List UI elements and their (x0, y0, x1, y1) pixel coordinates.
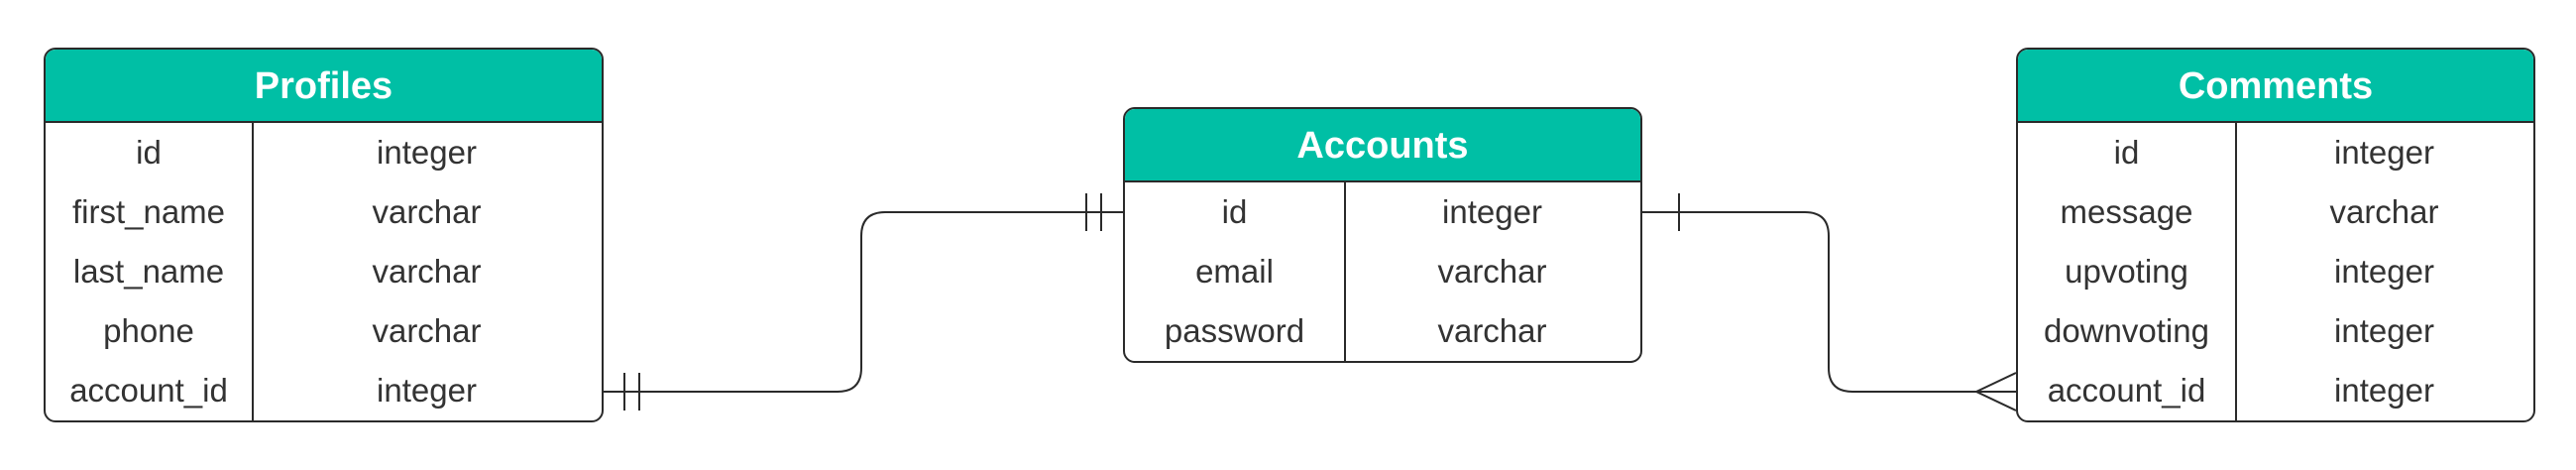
column-name: account_id (2047, 372, 2206, 409)
table-row: id integer (46, 123, 602, 182)
column-name: password (1164, 312, 1305, 349)
column-type: integer (1442, 193, 1542, 230)
table-row: id integer (1125, 182, 1640, 242)
column-name: message (2060, 193, 2193, 230)
entity-body: id integer message varchar upvoting inte… (2018, 123, 2533, 420)
table-row: password varchar (1125, 301, 1640, 361)
comments-crowfoot (1973, 372, 2017, 411)
column-type: varchar (2329, 193, 2439, 230)
table-row: upvoting integer (2018, 242, 2533, 301)
table-row: phone varchar (46, 301, 602, 361)
entity-body: id integer email varchar password varcha… (1125, 182, 1640, 361)
entity-title: Comments (2018, 50, 2533, 123)
column-name: account_id (69, 372, 228, 409)
table-row: account_id integer (2018, 361, 2533, 420)
column-name: id (136, 134, 162, 171)
column-name: id (2113, 134, 2140, 171)
connector-accounts-comments (1642, 211, 2016, 393)
table-row: last_name varchar (46, 242, 602, 301)
entity-body: id integer first_name varchar last_name … (46, 123, 602, 420)
entity-profiles[interactable]: Profiles id integer first_name varchar l… (44, 48, 604, 422)
column-divider (2235, 123, 2237, 420)
column-name: downvoting (2044, 312, 2209, 349)
column-type: varchar (372, 193, 482, 230)
column-type: varchar (1437, 312, 1547, 349)
column-type: integer (377, 372, 477, 409)
column-name: email (1195, 253, 1274, 290)
column-type: integer (2334, 134, 2434, 171)
column-name: last_name (72, 253, 225, 290)
column-name: id (1221, 193, 1248, 230)
column-name: phone (103, 312, 194, 349)
column-type: integer (2334, 312, 2434, 349)
table-row: account_id integer (46, 361, 602, 420)
entity-comments[interactable]: Comments id integer message varchar upvo… (2016, 48, 2535, 422)
column-type: integer (2334, 372, 2434, 409)
table-row: email varchar (1125, 242, 1640, 301)
table-row: id integer (2018, 123, 2533, 182)
table-row: message varchar (2018, 182, 2533, 242)
column-divider (252, 123, 254, 420)
column-type: varchar (372, 312, 482, 349)
entity-accounts[interactable]: Accounts id integer email varchar passwo… (1123, 107, 1642, 363)
entity-title: Accounts (1125, 109, 1640, 182)
entity-title: Profiles (46, 50, 602, 123)
table-row: first_name varchar (46, 182, 602, 242)
column-type: varchar (1437, 253, 1547, 290)
column-divider (1344, 182, 1346, 361)
column-type: integer (2334, 253, 2434, 290)
column-type: integer (377, 134, 477, 171)
column-type: varchar (372, 253, 482, 290)
column-name: first_name (71, 193, 226, 230)
column-name: upvoting (2065, 253, 2188, 290)
table-row: downvoting integer (2018, 301, 2533, 361)
connector-profiles-accounts (604, 211, 1123, 393)
